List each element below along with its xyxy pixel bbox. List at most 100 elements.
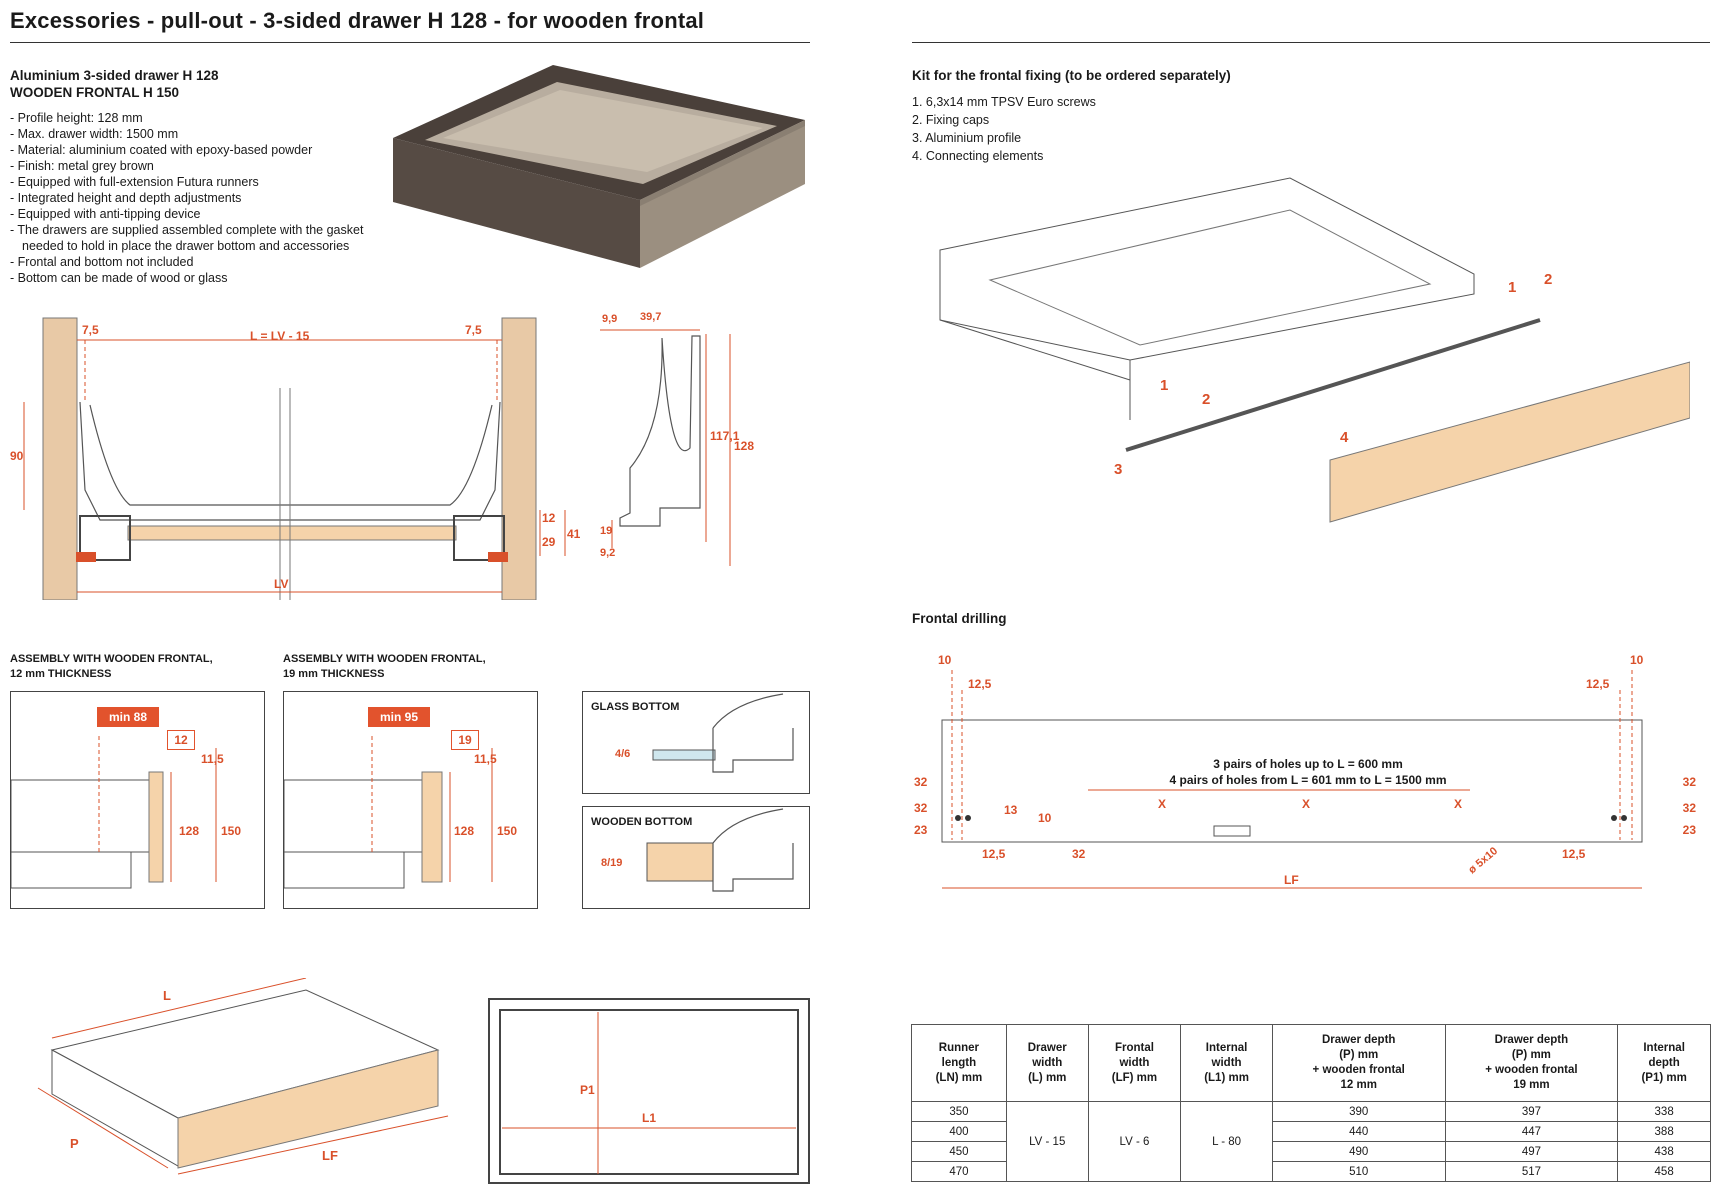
assembly-caption-12: ASSEMBLY WITH WOODEN FRONTAL, 12 mm THIC…	[10, 652, 213, 682]
callout-number: 1	[1508, 279, 1516, 296]
product-name: Aluminium 3-sided drawer H 128 WOODEN FR…	[10, 67, 219, 101]
dim-label: X	[1454, 797, 1462, 811]
table-cell: 350	[911, 1101, 1007, 1122]
spec-item: Integrated height and depth adjustments	[10, 190, 370, 206]
dim-label: 150	[497, 824, 518, 838]
dim-label: 32	[1072, 847, 1086, 861]
table-cell: LV - 6	[1087, 1101, 1182, 1182]
spec-item: Bottom can be made of wood or glass	[10, 270, 370, 286]
dim-label: 9,9	[602, 313, 617, 325]
dim-label: 41	[567, 527, 581, 541]
table-row: 350 LV - 15 LV - 6 L - 80 390 397 338	[911, 1101, 1711, 1182]
dim-label: LF	[1284, 873, 1299, 887]
wooden-bottom-box: WOODEN BOTTOM 8/19	[582, 806, 810, 909]
wooden-bottom-diagram	[646, 808, 794, 892]
assembly-diagram-19	[284, 736, 493, 889]
spec-item: Max. drawer width: 1500 mm	[10, 126, 370, 142]
kit-item: 3. Aluminium profile	[912, 131, 1022, 145]
plan-view-diagram: P1 L1	[488, 998, 810, 1184]
dim-label: L	[163, 988, 171, 1003]
thickness-badge: 19	[451, 730, 479, 750]
dim-label: 11,5	[474, 752, 497, 766]
dim-label: 7,5	[465, 323, 482, 337]
dim-label: 23	[914, 823, 928, 837]
product-name-line2: WOODEN FRONTAL H 150	[10, 85, 180, 100]
dim-label: X	[1302, 797, 1310, 811]
spec-item: Finish: metal grey brown	[10, 158, 370, 174]
kit-exploded-diagram: 1 2 3 4 1 2	[939, 177, 1690, 523]
table-cell: 470	[911, 1161, 1007, 1182]
assembly-caption-line: 19 mm THICKNESS	[283, 668, 385, 680]
dim-label: 32	[914, 775, 928, 789]
assembly-box-12: min 88 12 11,5 128 150	[10, 691, 265, 909]
dim-label: ø 5x10	[1466, 845, 1500, 876]
table-cell: LV - 15	[1005, 1101, 1089, 1182]
table-cell: 510	[1271, 1161, 1446, 1182]
dim-label: 10	[1038, 811, 1052, 825]
thickness-badge: 12	[167, 730, 195, 750]
table-cell: 450	[911, 1141, 1007, 1162]
spec-list: Profile height: 128 mm Max. drawer width…	[10, 110, 370, 286]
table-cell: 490	[1271, 1141, 1446, 1162]
drilling-diagram: 10 12,5 10 12,5 32 32 23 32 32 23 13 10 …	[914, 653, 1697, 889]
assembly-caption-line: ASSEMBLY WITH WOODEN FRONTAL,	[10, 653, 213, 665]
dim-label: 7,5	[82, 323, 99, 337]
assembly-diagram-12	[11, 736, 217, 889]
profile-section-diagram: 39,7 9,9 117,1 128 19 9,2	[600, 311, 754, 566]
dim-label: 19	[600, 525, 612, 537]
table-row: 450 490 497 438	[911, 1141, 1711, 1162]
table-row: 470 510 517 458	[911, 1161, 1711, 1182]
callout-number: 4	[1340, 429, 1349, 446]
assembly-box-19: min 95 19 11,5 128 150	[283, 691, 538, 909]
dim-label: 13	[1004, 803, 1018, 817]
kit-title: Kit for the frontal fixing (to be ordere…	[912, 68, 1231, 83]
table-cell: 438	[1617, 1141, 1711, 1162]
dim-label: 4/6	[615, 748, 631, 760]
product-name-line1: Aluminium 3-sided drawer H 128	[10, 68, 219, 83]
dim-label: 10	[938, 653, 952, 667]
dim-label: 128	[734, 439, 754, 453]
callout-number: 2	[1202, 391, 1210, 408]
dim-label: 29	[542, 535, 556, 549]
dim-label: 12,5	[982, 847, 1006, 861]
dim-label: 32	[914, 801, 928, 815]
dim-label: L1	[642, 1111, 656, 1125]
drawer-photo	[393, 65, 805, 268]
kit-item: 4. Connecting elements	[912, 149, 1044, 163]
drilling-note-2: 4 pairs of holes from L = 601 mm to L = …	[1170, 773, 1447, 787]
title-rule-left	[10, 42, 810, 43]
table-cell: 447	[1444, 1121, 1619, 1142]
spec-item: Equipped with anti-tipping device	[10, 206, 370, 222]
spec-item: Material: aluminium coated with epoxy-ba…	[10, 142, 370, 158]
kit-item: 1. 6,3x14 mm TPSV Euro screws	[912, 95, 1096, 109]
glass-bottom-box: GLASS BOTTOM 4/6	[582, 691, 810, 794]
dim-label: X	[1158, 797, 1166, 811]
dim-label: LF	[322, 1148, 338, 1163]
spec-item: Equipped with full-extension Futura runn…	[10, 174, 370, 190]
assembly-caption-19: ASSEMBLY WITH WOODEN FRONTAL, 19 mm THIC…	[283, 652, 486, 682]
dim-label: LV	[274, 577, 288, 591]
dim-label: L = LV - 15	[250, 329, 310, 343]
table-cell: 390	[1271, 1101, 1446, 1122]
assembly-caption-line: 12 mm THICKNESS	[10, 668, 112, 680]
dim-label: 128	[454, 824, 475, 838]
dim-label: 150	[221, 824, 242, 838]
spec-item: Frontal and bottom not included	[10, 254, 370, 270]
table-cell: 397	[1444, 1101, 1619, 1122]
dim-label: 23	[1683, 823, 1697, 837]
title-rule-right	[912, 42, 1710, 43]
dim-label: 12,5	[968, 677, 992, 691]
dim-label: 32	[1683, 775, 1697, 789]
drilling-title: Frontal drilling	[912, 611, 1007, 626]
assembly-caption-line: ASSEMBLY WITH WOODEN FRONTAL,	[283, 653, 486, 665]
spec-item: Profile height: 128 mm	[10, 110, 370, 126]
